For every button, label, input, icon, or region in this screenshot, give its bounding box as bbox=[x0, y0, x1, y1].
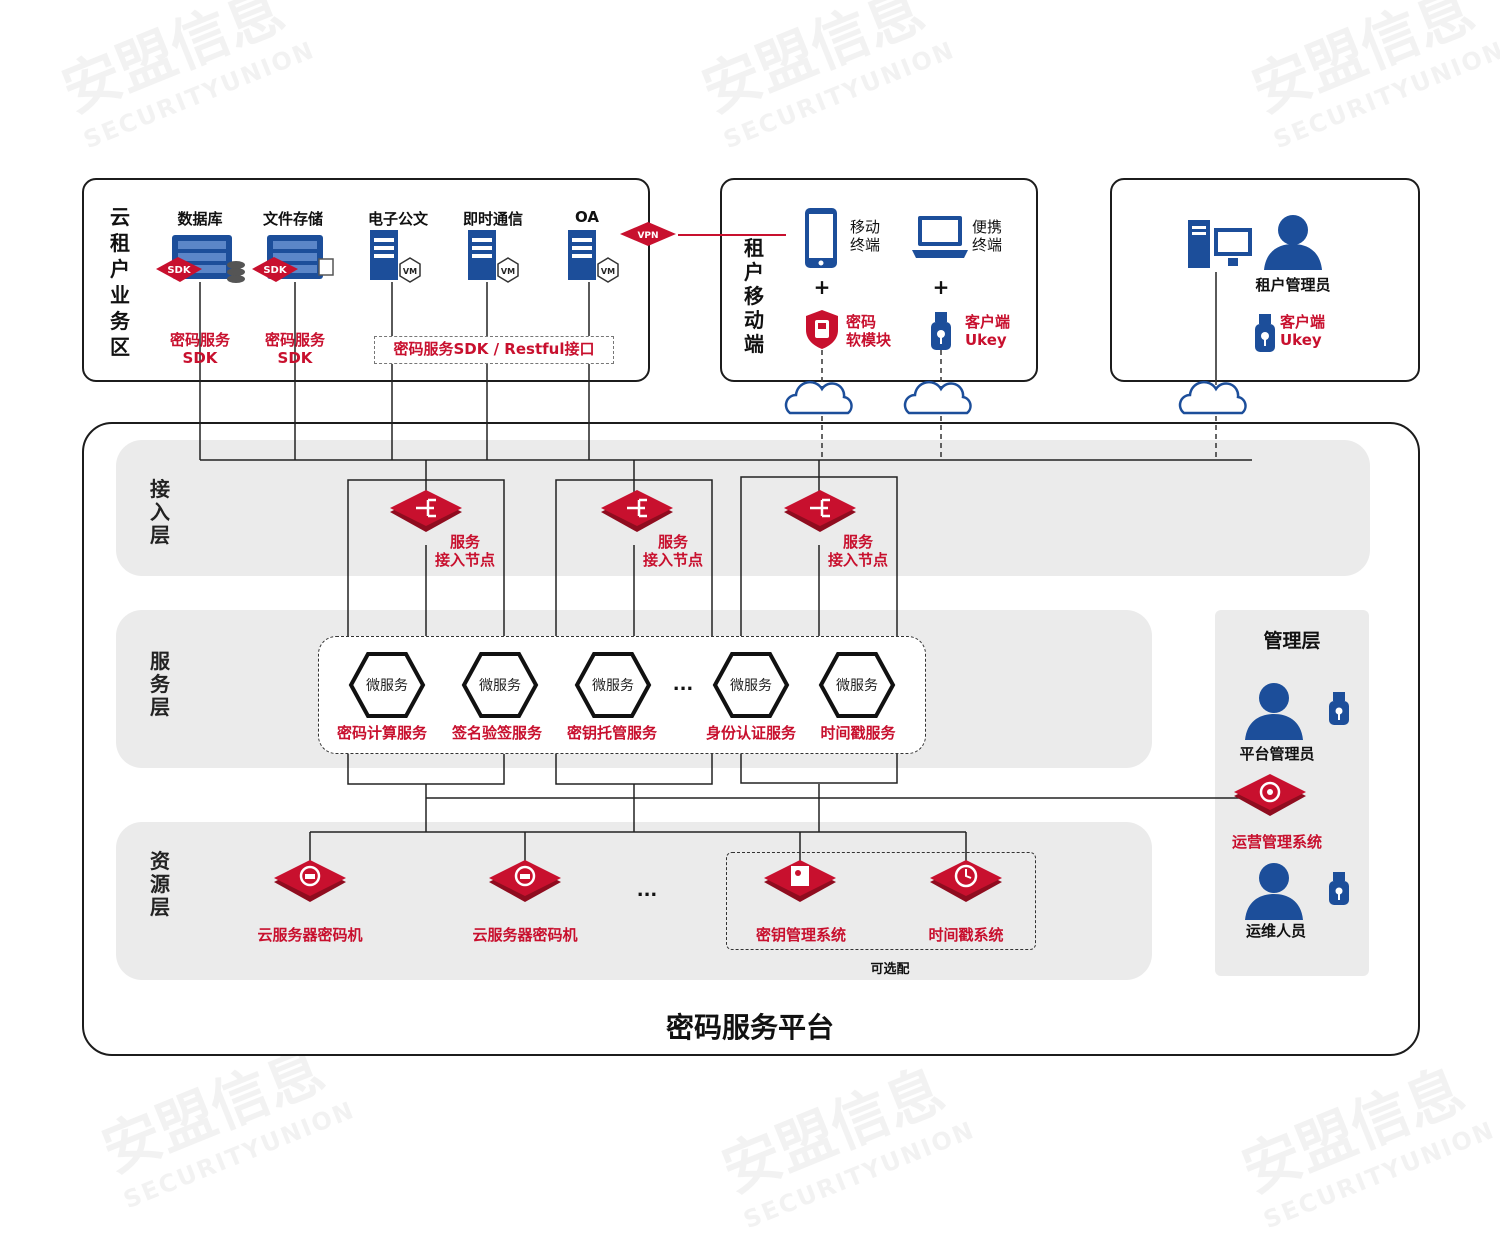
ukey-icon bbox=[1255, 314, 1275, 352]
access-node-icon bbox=[784, 490, 856, 532]
ops-staff-avatar-icon bbox=[1245, 863, 1303, 920]
key-management-icon bbox=[764, 860, 836, 902]
micro-service-hex: 微服务 bbox=[574, 652, 652, 718]
access-node-icon bbox=[390, 490, 462, 532]
identity-auth-service-label: 身份认证服务 bbox=[705, 724, 796, 742]
mobile-phone-icon bbox=[805, 208, 837, 268]
ops-management-system-label: 运营管理系统 bbox=[1231, 833, 1322, 851]
access-node-label: 服务接入节点 bbox=[434, 533, 495, 569]
access-layer-label: 接入层 bbox=[150, 477, 170, 547]
access-node-label: 服务接入节点 bbox=[827, 533, 888, 569]
resource-ellipsis: ... bbox=[636, 880, 658, 901]
soft-module-label: 密码软模块 bbox=[846, 313, 892, 349]
tenant-admin-zone bbox=[1110, 178, 1420, 382]
connection-lines bbox=[199, 234, 1252, 862]
soft-module-shield-icon bbox=[806, 310, 838, 349]
desktop-computer-icon bbox=[1188, 220, 1252, 268]
platform-title: 密码服务平台 bbox=[665, 1011, 834, 1044]
crypto-compute-service-label: 密码计算服务 bbox=[336, 724, 427, 742]
cloud-hsm-icon bbox=[274, 860, 346, 902]
svg-text:VM: VM bbox=[403, 267, 417, 276]
access-layer-band bbox=[116, 440, 1370, 576]
key-management-label: 密钥管理系统 bbox=[755, 926, 846, 944]
database-label: 数据库 bbox=[177, 210, 223, 228]
plus-sign: + bbox=[932, 275, 950, 299]
svg-text:VPN: VPN bbox=[637, 231, 658, 241]
service-ellipsis: ... bbox=[672, 674, 694, 695]
sdk-badge-icon: SDK bbox=[252, 257, 298, 282]
svg-text:SDK: SDK bbox=[167, 265, 192, 276]
timestamp-system-icon bbox=[930, 860, 1002, 902]
access-node-label: 服务接入节点 bbox=[642, 533, 703, 569]
mobile-zone-title: 租户移动端 bbox=[744, 236, 764, 356]
service-layer-label: 服务层 bbox=[150, 649, 170, 719]
tenant-mobile-zone bbox=[720, 178, 1038, 382]
micro-service-hex: 微服务 bbox=[348, 652, 426, 718]
tenant-admin-label: 租户管理员 bbox=[1255, 276, 1331, 294]
e-doc-label: 电子公文 bbox=[367, 210, 428, 228]
cloud-hsm-label: 云服务器密码机 bbox=[472, 926, 578, 944]
optional-label: 可选配 bbox=[870, 962, 910, 977]
key-escrow-service-label: 密钥托管服务 bbox=[566, 724, 657, 742]
resource-layer-label: 资源层 bbox=[150, 849, 170, 919]
ukey-icon bbox=[1329, 872, 1349, 905]
e-doc-server-icon: VM bbox=[370, 230, 421, 283]
ukey-icon bbox=[931, 312, 951, 350]
ops-management-system-icon bbox=[1234, 774, 1306, 816]
cloud-hsm-icon bbox=[489, 860, 561, 902]
api-interface-label: 密码服务SDK / Restful接口 bbox=[374, 336, 614, 364]
timestamp-service-label: 时间戳服务 bbox=[820, 724, 896, 742]
oa-label: OA bbox=[575, 208, 599, 226]
im-server-icon: VM bbox=[468, 230, 519, 283]
micro-service-hex: 微服务 bbox=[712, 652, 790, 718]
sdk-badge-icon: SDK bbox=[156, 257, 202, 282]
sign-verify-service-label: 签名验签服务 bbox=[451, 724, 542, 742]
vpn-badge-icon: VPN bbox=[620, 222, 676, 246]
tenant-zone-title: 云租户业务区 bbox=[110, 205, 130, 359]
laptop-icon bbox=[912, 216, 968, 258]
file-storage-label: 文件存储 bbox=[262, 210, 323, 228]
mgmt-layer-title: 管理层 bbox=[1263, 630, 1321, 652]
svg-text:SDK: SDK bbox=[263, 265, 288, 276]
timestamp-system-label: 时间戳系统 bbox=[928, 926, 1004, 944]
access-node-icon bbox=[601, 490, 673, 532]
resource-layer-band bbox=[116, 822, 1152, 980]
platform-admin-label: 平台管理员 bbox=[1239, 745, 1315, 763]
tenant-admin-avatar-icon bbox=[1264, 215, 1322, 270]
plus-sign: + bbox=[813, 275, 831, 299]
platform-admin-avatar-icon bbox=[1245, 683, 1303, 740]
portable-terminal-label: 便携终端 bbox=[972, 218, 1003, 254]
cloud-hsm-label: 云服务器密码机 bbox=[257, 926, 363, 944]
micro-service-hex: 微服务 bbox=[818, 652, 896, 718]
ops-staff-label: 运维人员 bbox=[1245, 922, 1306, 940]
svg-text:VM: VM bbox=[601, 267, 615, 276]
svg-text:VM: VM bbox=[501, 267, 515, 276]
ukey-icon bbox=[1329, 692, 1349, 725]
im-label: 即时通信 bbox=[462, 210, 523, 228]
mobile-terminal-label: 移动终端 bbox=[850, 218, 881, 254]
oa-server-icon: VM bbox=[568, 230, 619, 283]
micro-service-hex: 微服务 bbox=[461, 652, 539, 718]
optional-group bbox=[726, 852, 1036, 950]
